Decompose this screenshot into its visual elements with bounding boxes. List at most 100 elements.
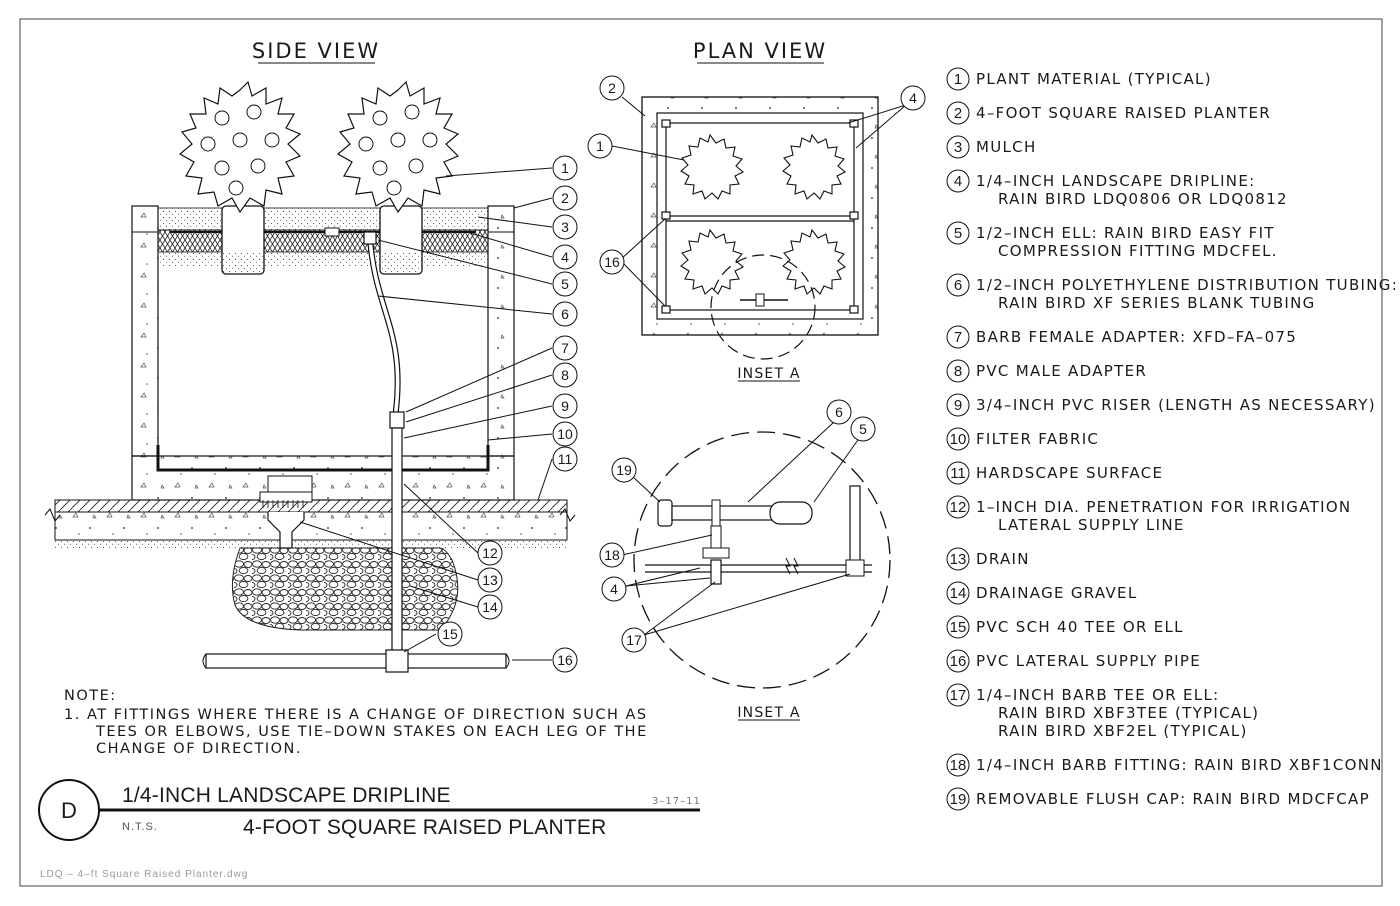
plant-plan-4 (782, 228, 846, 295)
svg-text:10: 10 (557, 426, 573, 442)
legend-number: 15 (950, 619, 967, 636)
legend-number: 1 (954, 71, 962, 88)
plant-plan-2 (782, 133, 846, 200)
legend-number: 4 (954, 173, 962, 190)
inset-a-detail: 6 5 19 18 4 17 INSET A (599, 399, 891, 721)
plan-callout-2: 2 (599, 75, 625, 101)
legend-number: 9 (954, 397, 962, 414)
filter-fabric (156, 445, 490, 472)
legend-text: PVC LATERAL SUPPLY PIPE (976, 652, 1201, 670)
callout-14: 14 (477, 594, 503, 620)
legend-number: 2 (954, 105, 962, 122)
legend-text: HARDSCAPE SURFACE (976, 464, 1163, 482)
svg-text:19: 19 (616, 462, 632, 478)
inset-callout-19: 19 (611, 457, 637, 483)
legend-item-15: 15 PVC SCH 40 TEE OR ELL (946, 615, 1184, 639)
legend-number: 17 (950, 687, 967, 704)
legend-text: BARB FEMALE ADAPTER: XFD–FA–075 (976, 328, 1297, 346)
plant-canopy-left (178, 80, 302, 214)
legend-text: RAIN BIRD XF SERIES BLANK TUBING (998, 294, 1316, 312)
legend-number: 16 (950, 653, 967, 670)
main-tube-detail (671, 505, 783, 521)
inset-callout-4: 4 (601, 576, 627, 602)
legend-text: PVC MALE ADAPTER (976, 362, 1147, 380)
callout-4: 4 (552, 244, 578, 270)
legend-number-circle (946, 615, 970, 639)
legend-text: LATERAL SUPPLY LINE (998, 516, 1185, 534)
legend-number-circle (946, 169, 970, 193)
legend-number: 7 (954, 329, 962, 346)
svg-text:17: 17 (626, 632, 642, 648)
mulch-layer (157, 207, 489, 231)
side-view: SIDE VIEW (44, 39, 578, 673)
legend-number-circle (946, 221, 970, 245)
plant-canopy-right (336, 80, 460, 214)
legend-number-circle (946, 325, 970, 349)
callout-6: 6 (552, 301, 578, 327)
note-line-1: 1. AT FITTINGS WHERE THERE IS A CHANGE O… (64, 707, 648, 723)
planter-wall-left (131, 205, 159, 457)
plan-callout-16: 16 (599, 249, 625, 275)
legend-number-circle (946, 101, 970, 125)
legend-number: 6 (954, 277, 962, 294)
side-view-title: SIDE VIEW (252, 39, 380, 63)
legend-number: 12 (950, 499, 967, 516)
callout-16: 16 (552, 647, 578, 673)
svg-text:18: 18 (604, 547, 620, 563)
callout-13: 13 (477, 567, 503, 593)
svg-text:5: 5 (561, 276, 569, 292)
legend-item-7: 7 BARB FEMALE ADAPTER: XFD–FA–075 (946, 325, 1297, 349)
plant-plan-3 (680, 228, 744, 295)
legend-text: 1/4–INCH LANDSCAPE DRIPLINE: (976, 172, 1255, 190)
plan-view: PLAN VIEW INSET A (587, 39, 926, 382)
legend-item-6: 6 1/2–INCH POLYETHYLENE DISTRIBUTION TUBI… (946, 273, 1398, 312)
plan-callout-1: 1 (587, 133, 613, 159)
legend-number: 13 (950, 551, 967, 568)
legend-text: RAIN BIRD LDQ0806 OR LDQ0812 (998, 190, 1288, 208)
legend-text: DRAIN (976, 550, 1030, 568)
flush-cap (657, 499, 673, 527)
plant-plan-1 (680, 133, 744, 200)
legend-text: 1–INCH DIA. PENETRATION FOR IRRIGATION (976, 498, 1351, 516)
legend-number-circle (946, 461, 970, 485)
legend-number: 5 (954, 225, 962, 242)
legend-number-circle (946, 67, 970, 91)
legend-item-16: 16 PVC LATERAL SUPPLY PIPE (946, 649, 1201, 673)
callout-10: 10 (552, 421, 578, 447)
svg-text:16: 16 (604, 254, 620, 270)
inset-a-marker (710, 254, 816, 360)
svg-text:8: 8 (561, 367, 569, 383)
callout-2: 2 (552, 185, 578, 211)
legend-text: PVC SCH 40 TEE OR ELL (976, 618, 1184, 636)
legend-item-13: 13 DRAIN (946, 547, 1030, 571)
callout-12: 12 (477, 540, 503, 566)
scale-label: N.T.S. (122, 821, 158, 833)
svg-text:2: 2 (608, 80, 616, 96)
note-line-2: TEES OR ELBOWS, USE TIE–DOWN STAKES ON E… (95, 724, 648, 740)
legend-text: 1/2–INCH POLYETHYLENE DISTRIBUTION TUBIN… (976, 276, 1398, 294)
legend-number-circle (946, 427, 970, 451)
legend-number: 19 (950, 791, 967, 808)
legend-number-circle (946, 581, 970, 605)
svg-text:12: 12 (482, 545, 498, 561)
plan-callout-4: 4 (900, 85, 926, 111)
legend-text: FILTER FABRIC (976, 430, 1099, 448)
dripline-grid (661, 119, 859, 314)
planter-base (131, 455, 515, 501)
svg-text:3: 3 (561, 219, 569, 235)
legend-text: 3/4–INCH PVC RISER (LENGTH AS NECESSARY) (976, 396, 1376, 414)
legend-text: 4–FOOT SQUARE RAISED PLANTER (976, 104, 1271, 122)
legend-number-circle (946, 393, 970, 417)
legend-number: 14 (950, 585, 967, 602)
svg-text:2: 2 (561, 190, 569, 206)
svg-text:11: 11 (558, 451, 573, 467)
drawing-date: 3–17–11 (652, 796, 701, 807)
barb-fitting (710, 525, 722, 549)
legend-item-9: 9 3/4–INCH PVC RISER (LENGTH AS NECESSARY… (946, 393, 1376, 417)
